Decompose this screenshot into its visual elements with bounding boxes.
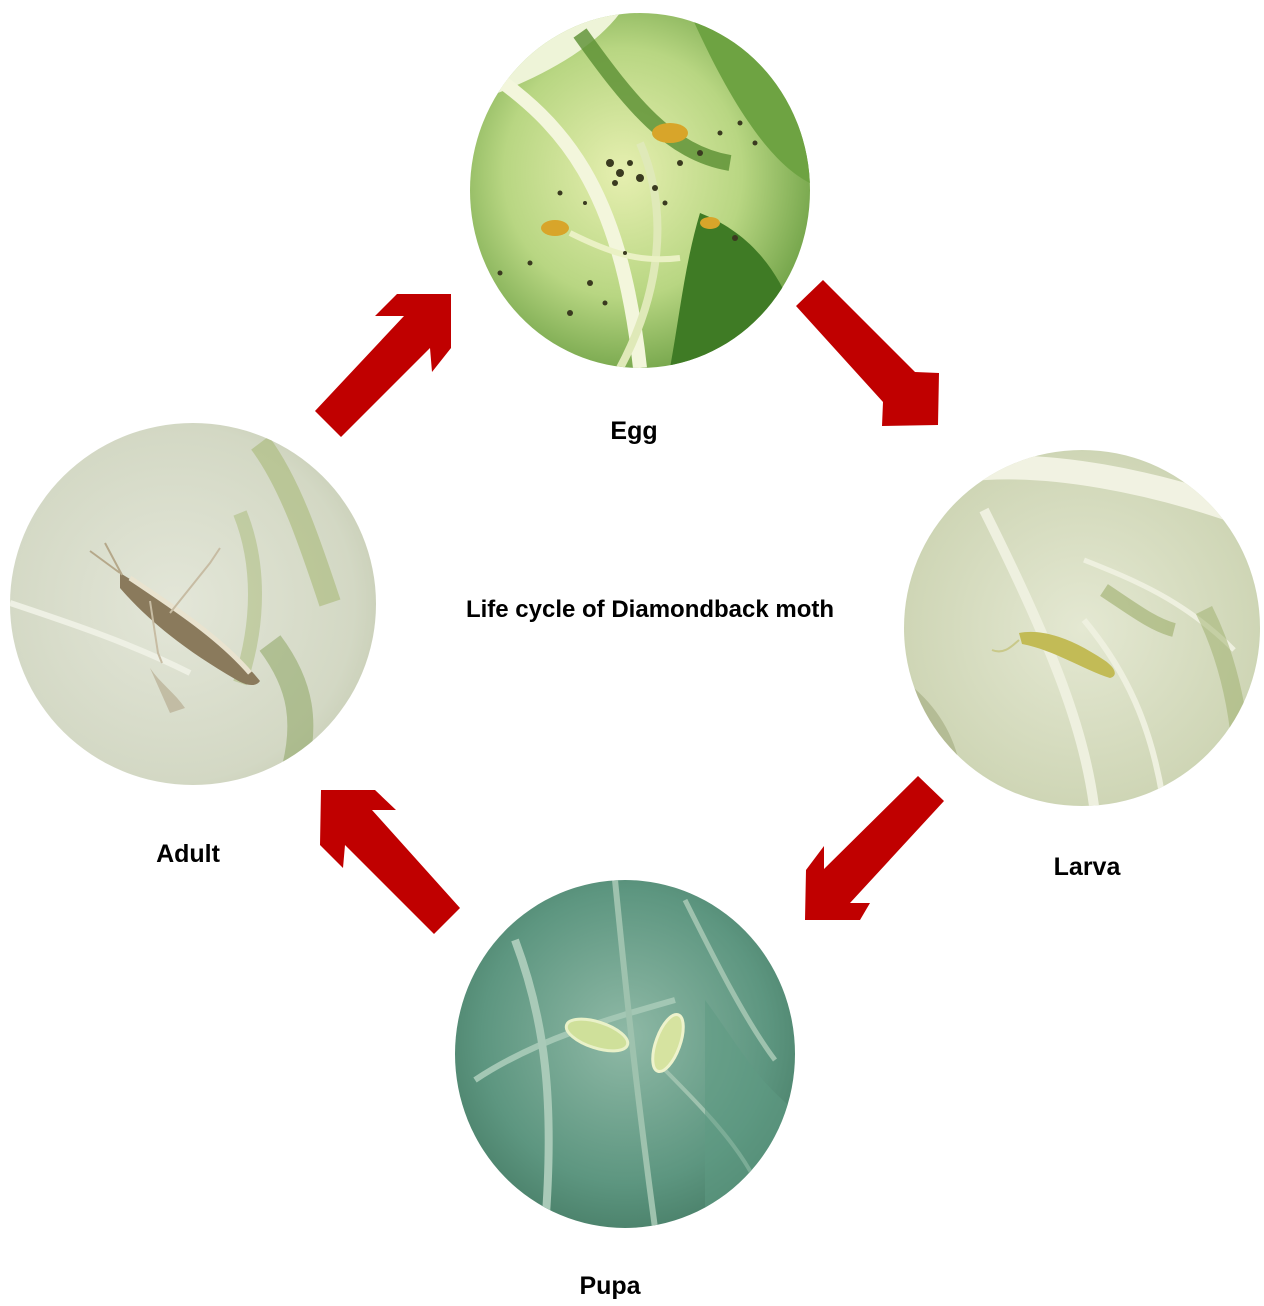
arrow-adult-to-egg: [315, 294, 451, 437]
arrow-larva-to-pupa: [805, 776, 944, 920]
pupa-label: Pupa: [579, 1272, 640, 1301]
larva-label: Larva: [1054, 853, 1121, 882]
adult-label: Adult: [156, 840, 220, 869]
arrow-pupa-to-adult: [320, 790, 460, 934]
arrow-egg-to-larva: [796, 280, 939, 426]
egg-label: Egg: [610, 417, 657, 446]
